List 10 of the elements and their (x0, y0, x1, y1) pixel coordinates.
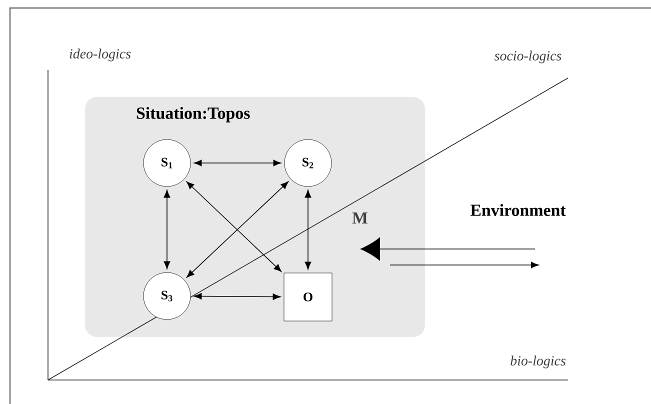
axis-label: ideo-logics (70, 48, 131, 62)
axis-label: bio-logics (510, 356, 566, 368)
arrow (194, 293, 281, 300)
object-box: O (284, 272, 332, 322)
arrow (304, 190, 312, 270)
arrow (194, 160, 282, 166)
region-label: M (352, 212, 368, 224)
axis-label: socio-logics (494, 50, 562, 64)
arrow (164, 190, 170, 270)
environment-label: Environment (470, 204, 566, 216)
